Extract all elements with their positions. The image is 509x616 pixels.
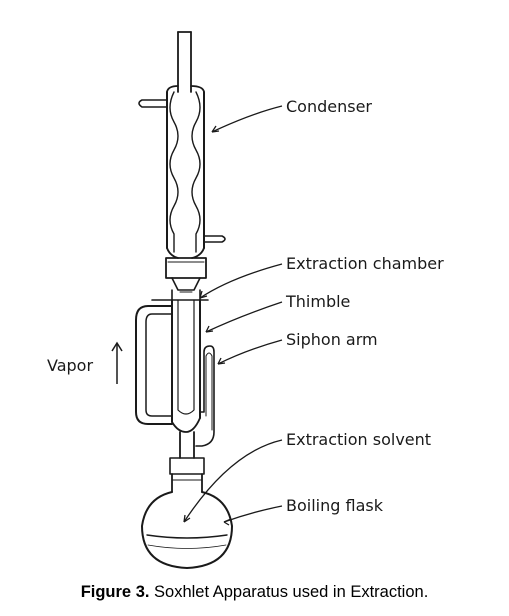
leader-boiling-flask (223, 505, 283, 523)
leader-extraction-chamber (199, 263, 283, 299)
label-extraction-solvent: Extraction solvent (286, 430, 431, 449)
figure-caption: Figure 3. Soxhlet Apparatus used in Extr… (0, 583, 509, 602)
soxhlet-apparatus (135, 31, 233, 569)
condenser (138, 31, 226, 259)
label-condenser: Condenser (286, 97, 372, 116)
flask-neck (169, 431, 205, 493)
leader-thimble (205, 301, 283, 333)
label-siphon-arm: Siphon arm (286, 330, 378, 349)
label-vapor: Vapor (47, 356, 93, 375)
extraction-chamber (151, 289, 209, 433)
leader-siphon-arm (217, 339, 283, 365)
label-thimble: Thimble (285, 292, 350, 311)
ground-glass-joint (165, 257, 207, 291)
leader-condenser (211, 105, 283, 133)
boiling-flask-shape (141, 491, 233, 569)
leader-condenser-arrow (211, 125, 220, 133)
caption-prefix: Figure 3. (80, 583, 150, 601)
label-extraction-chamber: Extraction chamber (286, 254, 444, 273)
vapor-tube (135, 305, 173, 425)
leader-extraction-solvent (183, 439, 283, 523)
label-boiling-flask: Boiling flask (286, 496, 384, 515)
leader-lines (183, 105, 283, 526)
siphon-arm-tube (195, 345, 215, 447)
vapor-arrow-icon (111, 341, 123, 384)
caption-text: Soxhlet Apparatus used in Extraction. (149, 583, 429, 601)
